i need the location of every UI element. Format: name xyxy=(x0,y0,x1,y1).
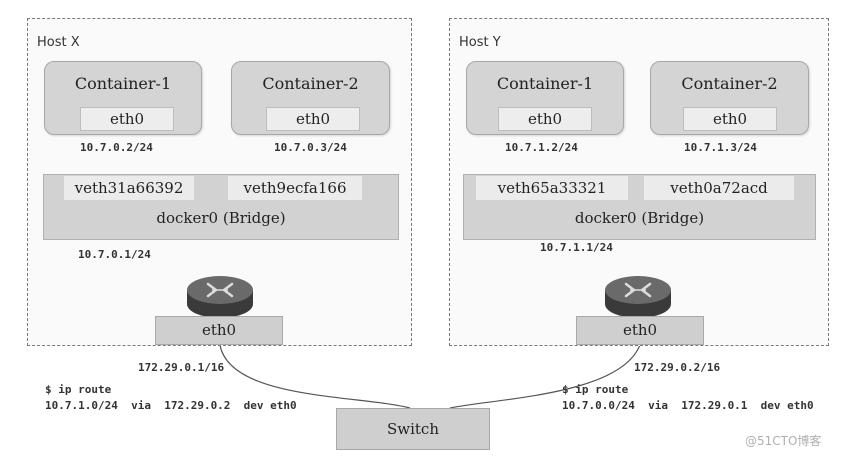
host-x-container-2-eth: eth0 xyxy=(266,107,360,131)
host-y-container-1-ip: 10.7.1.2/24 xyxy=(503,141,580,154)
router-icon xyxy=(187,276,253,318)
host-y-container-2-eth: eth0 xyxy=(683,107,777,131)
switch: Switch xyxy=(336,408,490,450)
host-x-route-entry: 10.7.1.0/24 via 172.29.0.2 dev eth0 xyxy=(45,399,297,412)
host-y-container-1-eth: eth0 xyxy=(498,107,592,131)
host-x-eth: eth0 xyxy=(155,316,283,345)
host-y-host-ip: 172.29.0.2/16 xyxy=(634,361,721,374)
bridge-label: docker0 (Bridge) xyxy=(156,209,286,227)
host-y-container-2-ip: 10.7.1.3/24 xyxy=(682,141,759,154)
host-x-veth-1: veth31a66392 xyxy=(64,176,194,200)
host-y-route-cmd: $ ip route xyxy=(562,383,629,396)
bridge-label: docker0 (Bridge) xyxy=(574,209,705,227)
host-y-bridge-ip: 10.7.1.1/24 xyxy=(540,241,613,254)
host-y-container-1: Container-1 xyxy=(466,61,624,135)
host-x-container-1-ip: 10.7.0.2/24 xyxy=(78,141,155,154)
container-title: Container-2 xyxy=(262,74,359,93)
container-title: Container-1 xyxy=(74,74,172,93)
host-x-route-cmd: $ ip route xyxy=(45,383,112,396)
container-title: Container-2 xyxy=(681,74,778,93)
host-x-host-ip: 172.29.0.1/16 xyxy=(138,361,225,374)
host-x-container-1: Container-1 xyxy=(44,61,202,135)
host-y-route-entry: 10.7.0.0/24 via 172.29.0.1 dev eth0 xyxy=(562,399,814,412)
container-title: Container-1 xyxy=(496,74,594,93)
router-icon xyxy=(605,276,671,318)
watermark: @51CTO博客 xyxy=(745,434,822,448)
host-y-eth: eth0 xyxy=(576,316,704,345)
host-y-label: Host Y xyxy=(459,35,501,50)
host-x-veth-2: veth9ecfa166 xyxy=(228,176,362,200)
host-x-label: Host X xyxy=(37,35,80,50)
host-y-veth-2: veth0a72acd xyxy=(644,176,794,200)
host-x-container-1-eth: eth0 xyxy=(80,107,174,131)
host-x-bridge-ip: 10.7.0.1/24 xyxy=(78,248,151,261)
host-x-container-2-ip: 10.7.0.3/24 xyxy=(272,141,349,154)
host-y-veth-1: veth65a33321 xyxy=(476,176,628,200)
